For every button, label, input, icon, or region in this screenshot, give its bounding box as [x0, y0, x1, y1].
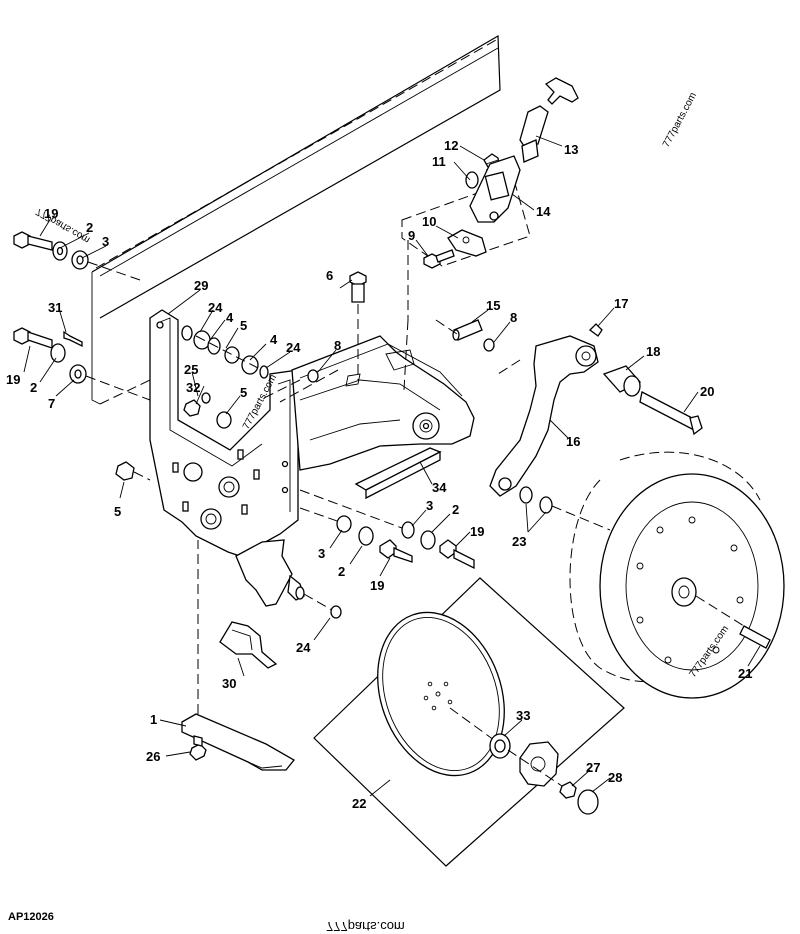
callout-23: 23 [512, 534, 526, 549]
callout-2: 2 [86, 220, 93, 235]
callout-3: 3 [102, 234, 109, 249]
callout-15: 15 [486, 298, 500, 313]
callout-4: 4 [226, 310, 234, 325]
callout-8: 8 [510, 310, 517, 325]
callout-17: 17 [614, 296, 628, 311]
callout-5: 5 [114, 504, 121, 519]
callout-4: 4 [270, 332, 278, 347]
bolt-stack-center [299, 489, 475, 570]
callout-31: 31 [48, 300, 62, 315]
callout-34: 34 [432, 480, 447, 495]
callout-32: 32 [186, 380, 200, 395]
callout-24: 24 [286, 340, 301, 355]
callout-19: 19 [470, 524, 484, 539]
callout-18: 18 [646, 344, 660, 359]
callout-5: 5 [240, 318, 247, 333]
callout-16: 16 [566, 434, 580, 449]
callout-6: 6 [326, 268, 333, 283]
callout-21: 21 [738, 666, 752, 681]
bracket-lower-arm [235, 539, 333, 611]
callout-13: 13 [564, 142, 578, 157]
pin-15 [435, 319, 495, 352]
callout-26: 26 [146, 749, 160, 764]
callout-33: 33 [516, 708, 530, 723]
callout-labels: 1 2 2 2 2 3 3 3 4 4 5 5 5 6 7 8 8 9 10 1… [6, 138, 752, 811]
callout-22: 22 [352, 796, 366, 811]
callout-1: 1 [150, 712, 157, 727]
callout-5: 5 [240, 385, 247, 400]
callout-2: 2 [452, 502, 459, 517]
callout-14: 14 [536, 204, 551, 219]
callout-2: 2 [338, 564, 345, 579]
callout-11: 11 [432, 154, 446, 169]
callout-27: 27 [586, 760, 600, 775]
callout-10: 10 [422, 214, 436, 229]
callout-19: 19 [370, 578, 384, 593]
deflector-plate [354, 447, 442, 500]
handle-assembly [401, 77, 579, 391]
callout-28: 28 [608, 770, 622, 785]
leader-lines [23, 135, 761, 797]
bolt-stack-lower-left [13, 327, 151, 401]
callout-24: 24 [296, 640, 311, 655]
bolt-6 [349, 271, 367, 380]
scraper-blade-1 [181, 540, 295, 771]
frame-beam [91, 34, 501, 405]
callout-12: 12 [444, 138, 458, 153]
scraper-30 [219, 621, 278, 669]
callout-2: 2 [30, 380, 37, 395]
callout-25: 25 [184, 362, 198, 377]
callout-24: 24 [208, 300, 223, 315]
washer-8-left [307, 369, 319, 383]
watermark-bottom-mirrored: 777parts.com [326, 919, 405, 934]
washer-24-lower [330, 605, 342, 619]
disc-blade [313, 577, 625, 867]
callout-9: 9 [408, 228, 415, 243]
callout-7: 7 [48, 396, 55, 411]
hub-assembly [489, 733, 599, 815]
arm-assembly [259, 335, 475, 471]
figure-code: AP12026 [8, 911, 54, 923]
callout-20: 20 [700, 384, 714, 399]
gauge-arm [489, 323, 703, 531]
gauge-wheel [569, 451, 785, 699]
callout-19: 19 [44, 206, 58, 221]
callout-30: 30 [222, 676, 236, 691]
callout-29: 29 [194, 278, 208, 293]
callout-3: 3 [318, 546, 325, 561]
callout-8: 8 [334, 338, 341, 353]
callout-19: 19 [6, 372, 20, 387]
callout-3: 3 [426, 498, 433, 513]
main-bracket [149, 309, 299, 557]
watermark-top-right: 777parts.com [661, 91, 699, 150]
